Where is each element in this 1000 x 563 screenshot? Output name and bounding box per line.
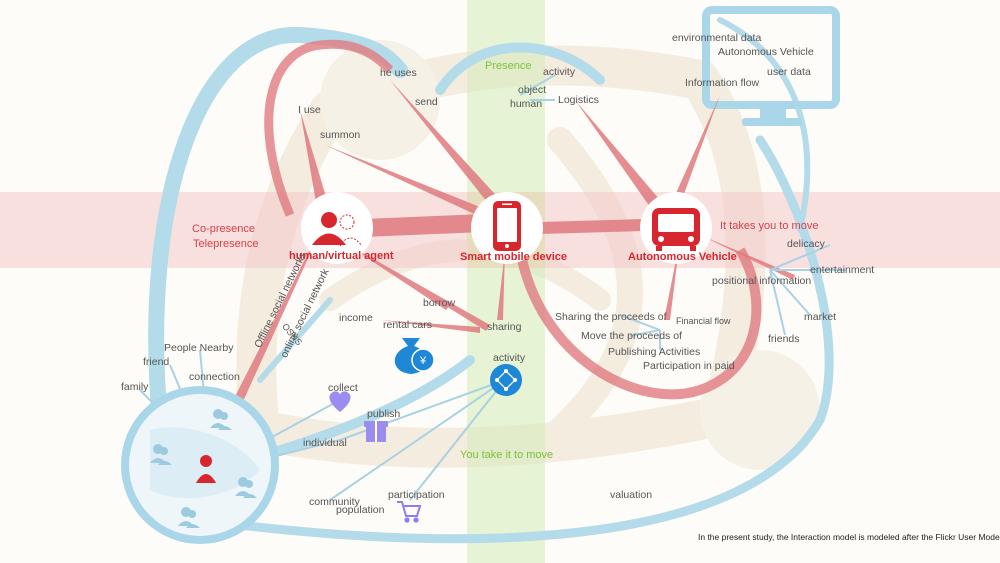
entertainment-label: entertainment (810, 264, 875, 276)
virtual-person-icon (339, 214, 355, 230)
you-take-it-to-move-label: You take it to move (460, 449, 554, 461)
publish-label: publish (367, 408, 401, 420)
user-center-icon (196, 455, 216, 483)
move-proceeds-label: Move the proceeds of (581, 330, 682, 342)
autonomous-vehicle-label: Autonomous Vehicle (628, 251, 737, 263)
positional-info-label: positional information (712, 275, 812, 287)
user-data-label: user data (767, 66, 811, 78)
publishing-activities-label: Publishing Activities (608, 346, 701, 358)
human-label: human (510, 98, 543, 110)
smart-mobile-label: Smart mobile device (460, 251, 567, 263)
people-icons (150, 409, 257, 528)
environmental-data-label: environmental data (672, 32, 762, 44)
valuation-label: valuation (610, 489, 653, 501)
sharing-proceeds-label: Sharing the proceeds of (555, 311, 667, 323)
financial-flow-label: Financial flow (676, 316, 731, 326)
borrow-label: borrow (423, 297, 456, 309)
friends-label: friends (768, 333, 800, 345)
money-bag-icon: ¥ (394, 338, 435, 374)
person-avatar-icon (312, 212, 346, 245)
gift-icon (364, 421, 388, 442)
summon-label: summon (320, 129, 361, 141)
red-connectors (220, 80, 795, 430)
activity-top-label: activity (543, 66, 576, 78)
human-agent-label: human/virtual agent (289, 250, 394, 262)
red-flow-top (264, 39, 394, 217)
income-label: income (339, 312, 373, 324)
family-label: family (121, 381, 149, 393)
cart-icon (397, 501, 422, 523)
friend-label: friend (143, 356, 170, 368)
activity-network-icon (490, 364, 522, 396)
social-globe (121, 386, 279, 544)
svg-text:¥: ¥ (419, 355, 427, 367)
bg-circle (700, 350, 820, 470)
collect-label: collect (328, 382, 358, 394)
node-human-agent[interactable] (301, 192, 373, 264)
bg-circle (320, 40, 440, 160)
market-label: market (804, 311, 837, 323)
object-label: object (518, 84, 547, 96)
connection-label: connection (189, 371, 240, 383)
node-autonomous-vehicle[interactable] (640, 192, 712, 264)
information-flow-label: Information flow (685, 77, 760, 89)
av-data-label: Autonomous Vehicle (718, 46, 814, 58)
rental-cars-label: rental cars (383, 319, 433, 331)
individual-label: individual (303, 437, 347, 449)
participation-label: participation (388, 489, 445, 501)
sharing-label: sharing (487, 321, 522, 333)
community-label: community (309, 496, 360, 508)
logistics-label: Logistics (558, 94, 599, 106)
takes-you-to-move-label: It takes you to move (720, 220, 819, 232)
i-use-label: I use (298, 104, 321, 116)
people-nearby-label: People Nearby (164, 342, 234, 354)
red-flow-bottom (515, 247, 762, 400)
send-label: send (415, 96, 438, 108)
telepresence-label: Telepresence (193, 238, 259, 250)
monitor-icon (702, 6, 840, 126)
smartphone-icon (493, 201, 521, 251)
co-presence-label: Co-presence (192, 223, 255, 235)
activity-mid-label: activity (493, 352, 526, 364)
vehicle-icon (652, 208, 700, 251)
caption: In the present study, the Interaction mo… (698, 532, 1000, 542)
presence-label: Presence (485, 60, 532, 72)
node-smart-mobile[interactable] (471, 192, 543, 264)
he-uses-label: he uses (380, 67, 417, 79)
delicacy-label: delicacy (787, 238, 825, 250)
population-label: population (336, 504, 385, 516)
participation-paid-label: Participation in paid (643, 360, 735, 372)
heart-icon (329, 391, 351, 412)
